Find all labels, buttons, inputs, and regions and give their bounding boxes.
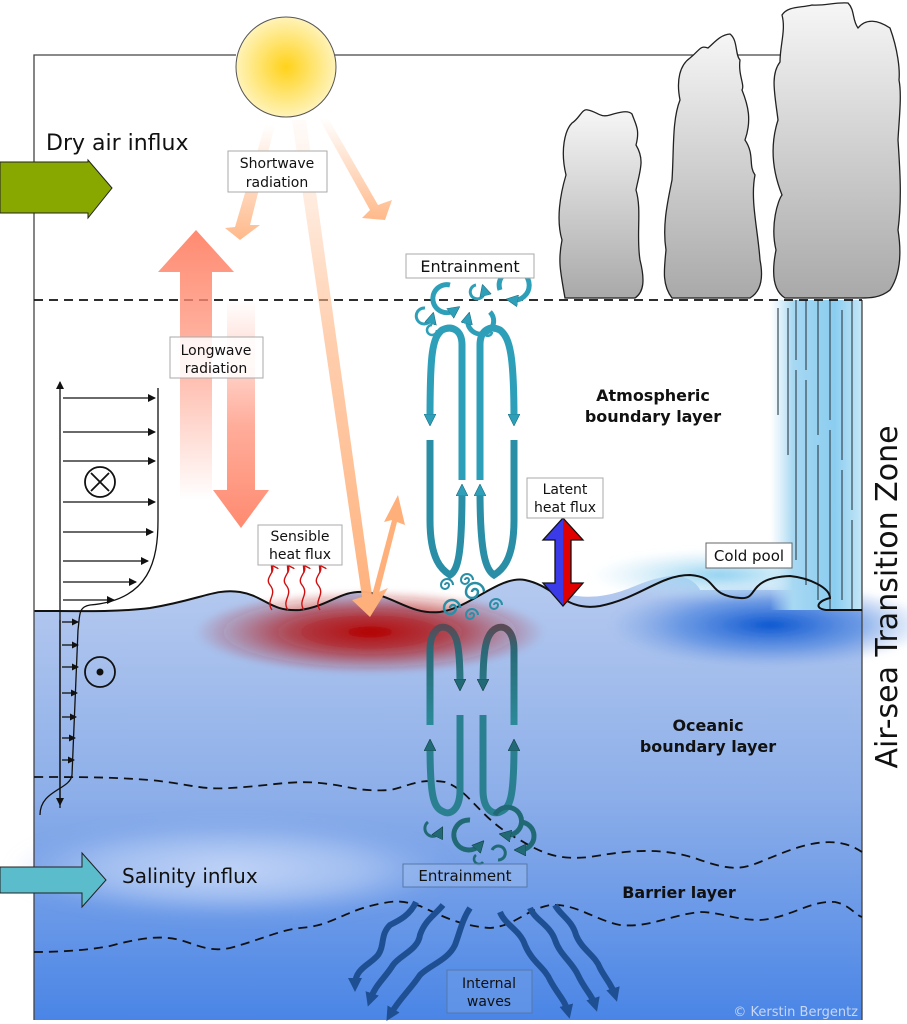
svg-text:Internal: Internal (462, 976, 516, 992)
sensible-heat-wiggles (267, 566, 321, 611)
svg-text:heat flux: heat flux (269, 547, 331, 563)
atmospheric-boundary-layer-label: Atmospheric boundary layer (585, 386, 721, 426)
cloud-large (772, 2, 901, 299)
salinity-plume (10, 824, 450, 916)
svg-text:Shortwave: Shortwave (240, 156, 315, 172)
shortwave-main (292, 120, 388, 617)
svg-text:Entrainment: Entrainment (418, 867, 511, 885)
dry-air-arrow (0, 158, 113, 220)
oceanic-boundary-layer-label: Oceanic boundary layer (640, 716, 776, 756)
entrainment-eddies-bottom (423, 804, 537, 866)
salinity-arrow (0, 851, 107, 909)
svg-text:Latent: Latent (543, 482, 588, 498)
svg-text:Entrainment: Entrainment (420, 257, 519, 276)
dry-air-influx-label: Dry air influx (46, 131, 189, 156)
ocean-bl-bottom (33, 776, 863, 869)
copyright-label: © Kerstin Bergentz (733, 1005, 858, 1020)
entrainment-bottom-label: Entrainment (402, 863, 528, 888)
latent-heat-flux-label: Latent heat flux (526, 477, 604, 519)
cloud-medium (663, 33, 763, 299)
longwave-label: Longwave radiation (169, 336, 264, 379)
entrainment-eddies-top (414, 267, 532, 338)
cloud-small (558, 109, 644, 299)
svg-text:boundary layer: boundary layer (585, 407, 721, 426)
atm-convection-loops (430, 324, 514, 580)
svg-text:Longwave: Longwave (181, 343, 252, 359)
longwave-down (213, 300, 269, 528)
side-title: Air-sea Transition Zone (870, 425, 905, 768)
shortwave-reflect-surface (372, 495, 405, 597)
barrier-layer-bottom (33, 900, 863, 953)
wind-profile (39, 381, 159, 816)
clouds (558, 2, 901, 299)
svg-text:Atmospheric: Atmospheric (596, 386, 710, 405)
salinity-influx-label: Salinity influx (122, 864, 258, 888)
surface-spirals (439, 573, 503, 620)
cold-pool-label: Cold pool (705, 542, 793, 569)
internal-waves-label: Internal waves (446, 969, 533, 1014)
svg-text:Cold pool: Cold pool (714, 547, 784, 565)
entrainment-top-label: Entrainment (405, 253, 535, 279)
shortwave-label: Shortwave radiation (227, 150, 328, 193)
sun-icon (235, 16, 337, 118)
shortwave-reflect-right (320, 118, 392, 220)
internal-waves (348, 900, 620, 1022)
sensible-heat-flux-label: Sensible heat flux (257, 524, 343, 566)
svg-text:radiation: radiation (185, 361, 248, 377)
frame (33, 54, 236, 1020)
svg-text:Sensible: Sensible (271, 529, 330, 545)
svg-text:heat flux: heat flux (534, 500, 596, 516)
longwave-arrows (158, 230, 269, 528)
circle-dot-icon (84, 656, 116, 688)
svg-text:Oceanic: Oceanic (672, 716, 743, 735)
circle-cross-icon (84, 466, 116, 498)
svg-text:boundary layer: boundary layer (640, 737, 776, 756)
ocean-body (10, 575, 907, 1020)
svg-text:waves: waves (467, 994, 511, 1010)
layer-boundaries (33, 299, 863, 953)
latent-heat-arrow (541, 517, 585, 607)
barrier-layer-label: Barrier layer (622, 883, 736, 902)
sea-surface-line (33, 573, 862, 614)
svg-text:radiation: radiation (246, 175, 309, 191)
